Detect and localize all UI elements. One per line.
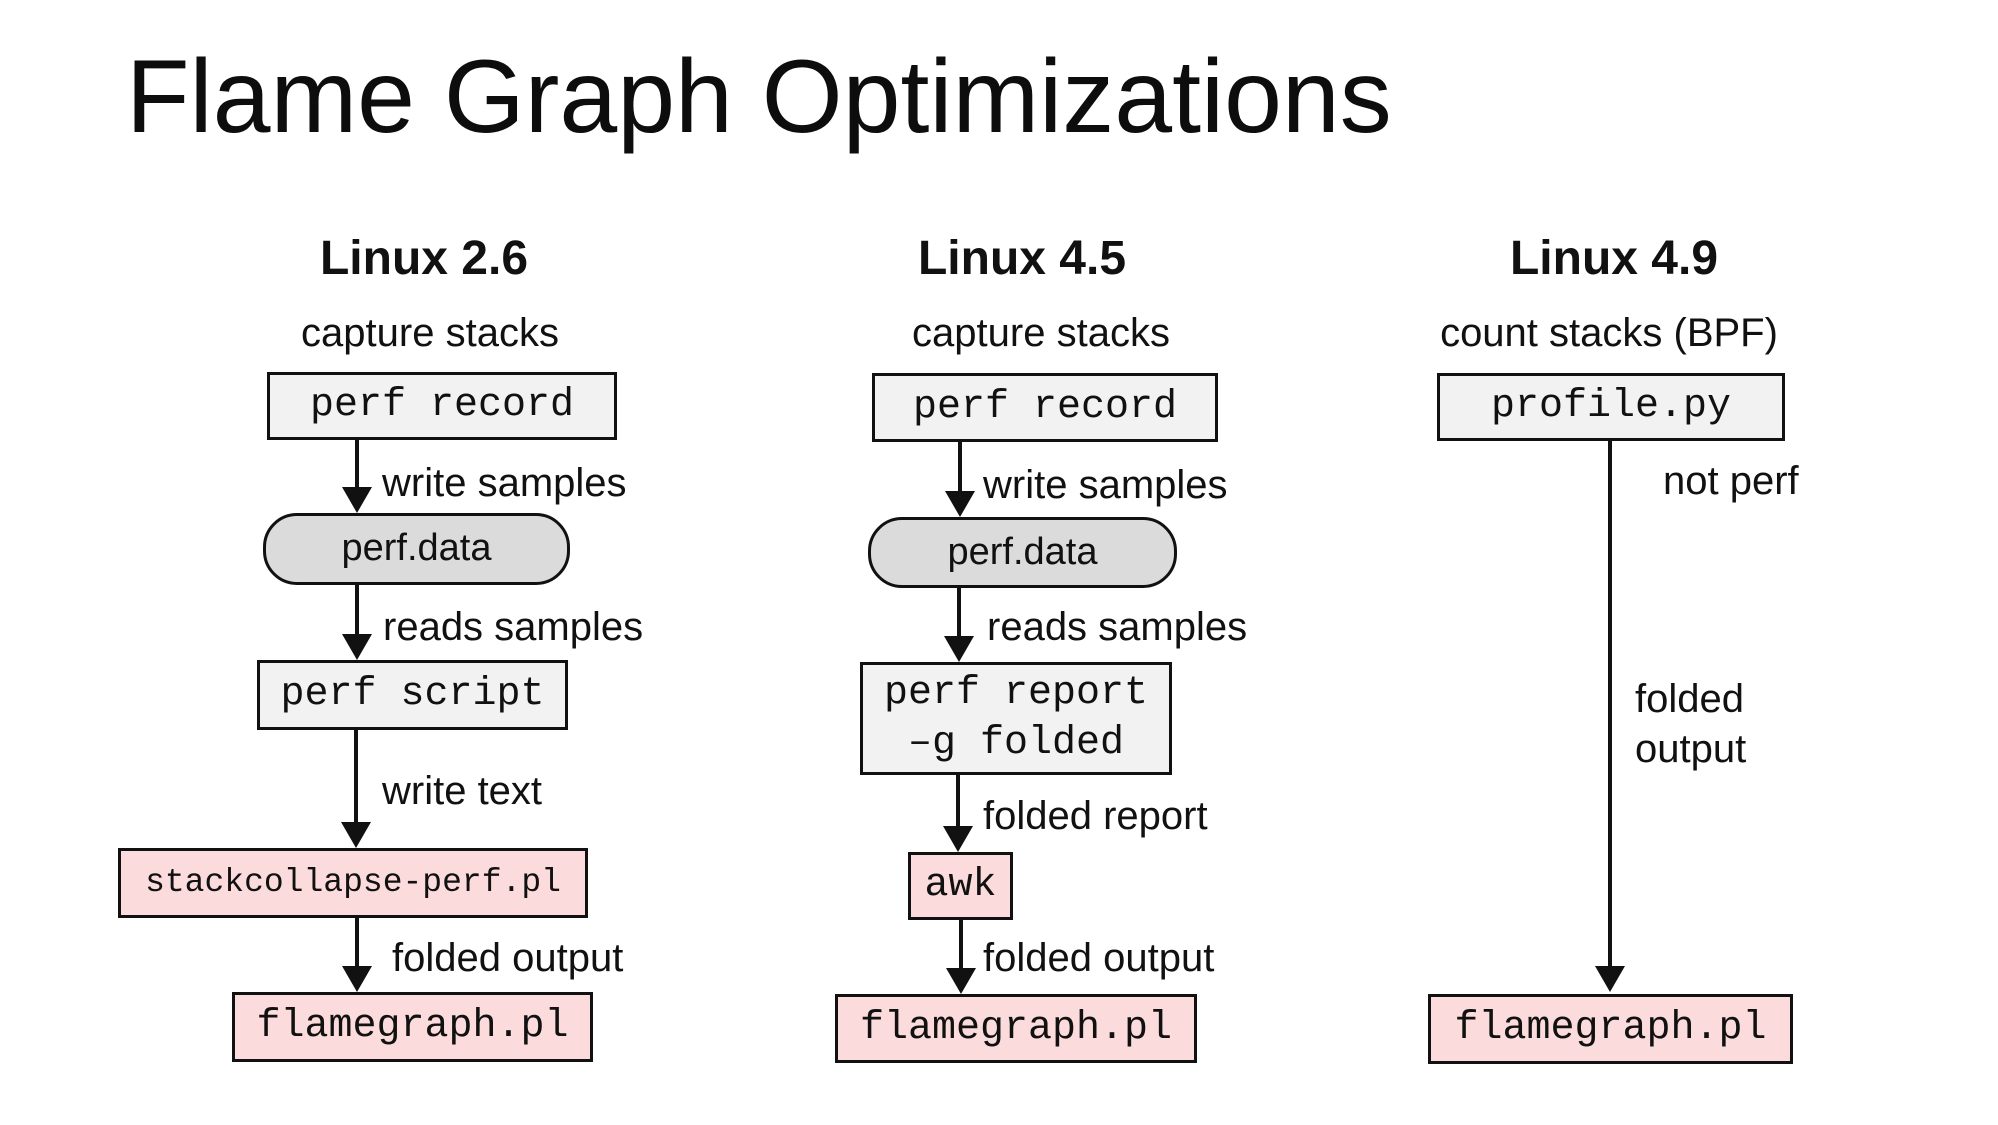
- col2-box-flamegraph: flamegraph.pl: [835, 994, 1197, 1063]
- arrowhead-icon: [341, 822, 371, 848]
- col1-edge-reads-samples: reads samples: [383, 605, 644, 649]
- col1-box-perf-record: perf record: [267, 372, 617, 440]
- col2-edge-reads-samples: reads samples: [987, 605, 1248, 649]
- col2-edge-folded-report: folded report: [983, 794, 1208, 838]
- col2-box-perf-data: perf.data: [868, 517, 1177, 588]
- folded-output-line1: folded: [1635, 677, 1744, 721]
- arrowhead-icon: [946, 968, 976, 994]
- col2-box-perf-report: perf report –g folded: [860, 662, 1172, 775]
- arrowhead-icon: [342, 966, 372, 992]
- col3-edge-folded-output: folded output: [1635, 674, 1746, 774]
- col3-capture-label: count stacks (BPF): [1440, 311, 1778, 355]
- col2-edge-write-samples: write samples: [983, 463, 1228, 507]
- col2-edge-folded-output: folded output: [983, 936, 1215, 980]
- arrow-line: [956, 775, 960, 832]
- arrow-line: [959, 920, 963, 974]
- perf-report-line2: –g folded: [907, 720, 1125, 766]
- col3-box-flamegraph: flamegraph.pl: [1428, 994, 1793, 1064]
- arrow-line: [355, 440, 359, 493]
- page-title: Flame Graph Optimizations: [126, 39, 1392, 155]
- arrowhead-icon: [342, 487, 372, 513]
- arrow-line: [1608, 441, 1612, 972]
- col1-box-perf-script: perf script: [257, 660, 568, 730]
- arrow-line: [354, 730, 358, 828]
- col1-box-stackcollapse: stackcollapse-perf.pl: [118, 848, 588, 918]
- arrow-line: [958, 442, 962, 497]
- arrow-line: [355, 585, 359, 640]
- col3-box-profile-py: profile.py: [1437, 373, 1785, 441]
- folded-output-line2: output: [1635, 727, 1747, 771]
- perf-report-line1: perf report: [883, 670, 1149, 716]
- col1-header: Linux 2.6: [319, 232, 529, 285]
- col3-edge-not-perf: not perf: [1663, 459, 1799, 503]
- arrowhead-icon: [943, 826, 973, 852]
- col2-capture-label: capture stacks: [912, 311, 1170, 355]
- arrowhead-icon: [342, 634, 372, 660]
- col3-header: Linux 4.9: [1509, 232, 1719, 285]
- col2-header: Linux 4.5: [917, 232, 1127, 285]
- col2-box-perf-record: perf record: [872, 373, 1218, 442]
- col1-capture-label: capture stacks: [301, 311, 559, 355]
- col1-edge-write-text: write text: [382, 769, 543, 813]
- arrow-line: [355, 918, 359, 972]
- col1-box-flamegraph: flamegraph.pl: [232, 992, 593, 1062]
- arrowhead-icon: [944, 636, 974, 662]
- arrow-line: [957, 588, 961, 642]
- arrowhead-icon: [945, 491, 975, 517]
- col2-box-awk: awk: [908, 852, 1013, 920]
- col1-box-perf-data: perf.data: [263, 513, 570, 585]
- arrowhead-icon: [1595, 966, 1625, 992]
- col1-edge-write-samples: write samples: [382, 461, 627, 505]
- col1-edge-folded-output: folded output: [392, 936, 624, 980]
